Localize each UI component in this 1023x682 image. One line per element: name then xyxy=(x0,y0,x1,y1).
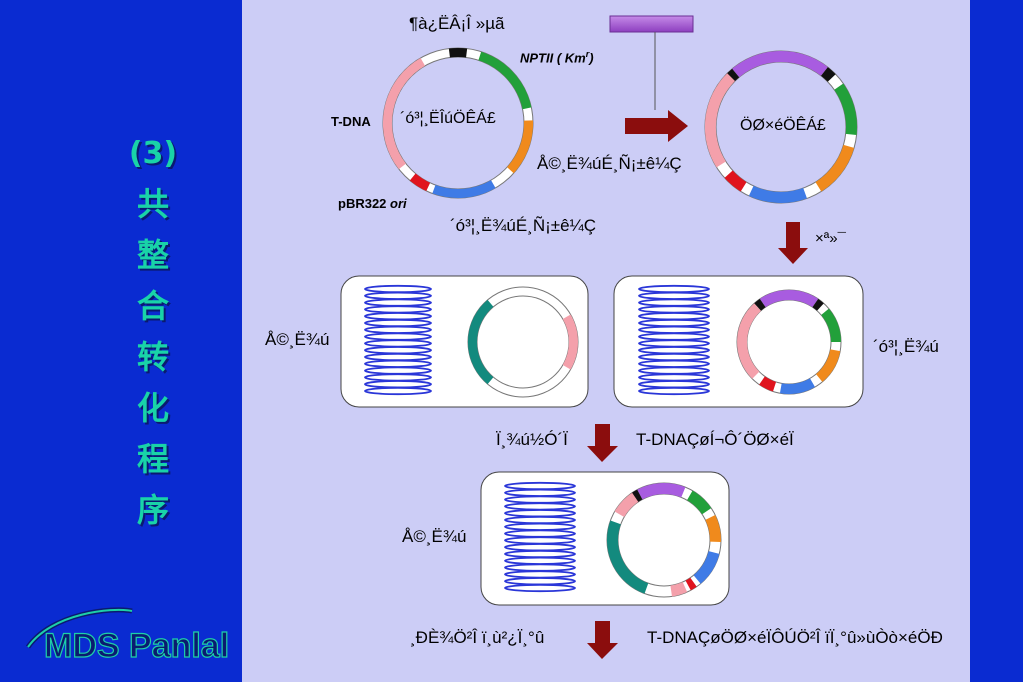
title-char-6: 程 xyxy=(136,440,169,478)
ti-plasmid-box1 xyxy=(467,286,579,398)
label-tdna: T-DNA xyxy=(331,114,371,129)
agro-chromosome-coil-16 xyxy=(364,386,432,396)
recombinant-plasmid-segment-5 xyxy=(815,144,855,192)
logo-text: MDS Panlal xyxy=(44,627,229,665)
label-right-plasmid-center: ÖØ×éÖÊÁ£ xyxy=(740,117,826,134)
vector-plasmid-segment-5 xyxy=(409,173,431,191)
cointegrate-plasmid-segment-8 xyxy=(607,520,649,594)
label-nptii: NPTII ( Kmr) xyxy=(520,49,594,65)
label-pbr-text: pBR322 xyxy=(338,196,391,211)
label-agro-marker: Å©¸Ë¾úÉ¸Ñ¡±ê¼Ç xyxy=(537,154,682,173)
cointegrate-plasmid-segment-3 xyxy=(686,490,712,515)
title-char-3: 合 xyxy=(136,287,169,325)
title-char-5: 化 xyxy=(136,389,169,427)
label-bottom-right: T-DNAÇøÖØ×éÏÔÚÖ²Î ïÏ¸°û»ùÒò×éÖÐ xyxy=(647,628,943,647)
vector-plasmid-segment-1 xyxy=(448,47,468,58)
recombinant-plasmid-segment-3 xyxy=(820,67,836,82)
label-agro-bottom: Å©¸Ë¾ú xyxy=(402,527,467,546)
down-arrow-1 xyxy=(778,222,808,264)
label-nptii-close: ) xyxy=(589,50,594,66)
recombinant-plasmid-segment-4 xyxy=(834,83,857,135)
recombinant-plasmid xyxy=(704,50,858,204)
title-char-1: 共 xyxy=(136,185,169,223)
right-arrow xyxy=(625,110,688,142)
recombinant-plasmid-segment-8 xyxy=(704,73,736,168)
label-pbr: pBR322 ori xyxy=(338,196,407,211)
label-top-plasmid: ¶à¿ËÂ¡Î »µã xyxy=(409,14,505,33)
recombinant-plasmid-box2-segment-3 xyxy=(812,298,824,311)
recombinant-plasmid-box2-segment-4 xyxy=(821,308,841,343)
insert-gene-bar xyxy=(609,15,694,33)
vector-plasmid-segment-2 xyxy=(478,51,532,110)
label-top-plasmid-center: ´ó³¦¸ËÎúÖÊÁ£ xyxy=(400,110,496,127)
vector-plasmid-segment-6 xyxy=(382,58,426,170)
right-background-band xyxy=(970,0,1023,682)
vector-plasmid-segment-4 xyxy=(432,180,496,198)
recombinant-plasmid-box2-segment-1 xyxy=(759,289,819,308)
cointegrate-plasmid-segment-4 xyxy=(705,514,722,542)
cointegrate-plasmid-segment-7 xyxy=(670,581,688,597)
down-arrow-2 xyxy=(587,424,618,462)
recombinant-plasmid-box2-segment-5 xyxy=(815,349,841,382)
recombinant-plasmid-segment-7 xyxy=(724,170,747,192)
vector-plasmid xyxy=(382,47,534,199)
label-ecoli-marker: ´ó³¦¸Ë¾úÉ¸Ñ¡±ê¼Ç xyxy=(450,216,597,235)
company-logo: MDS Panlal xyxy=(25,607,230,665)
label-pbr-ori: ori xyxy=(390,196,407,211)
label-homologous: Ï¸¾ú½Ó´Ï xyxy=(496,430,568,449)
ti-plasmid-box1-segment-2 xyxy=(468,299,494,385)
label-agro-left: Å©¸Ë¾ú xyxy=(265,330,330,349)
label-nptii-sup: r xyxy=(585,49,590,59)
left-background-band xyxy=(0,0,242,682)
title-char-7: 序 xyxy=(136,491,169,529)
vertical-title: (3) 共 整 合 转 化 程 序 xyxy=(118,128,188,536)
recombinant-plasmid-segment-6 xyxy=(748,185,807,203)
label-tdna-recomb: T-DNAÇøÍ¬Ô´ÖØ×éÏ xyxy=(636,430,794,449)
title-char-4: 转 xyxy=(136,338,169,376)
vector-plasmid-segment-3 xyxy=(506,120,534,174)
cointegrate-plasmid-segment-1 xyxy=(637,483,686,500)
label-infect: ¸ÐÈ¾Ö²Î ï¸ù²¿Ï¸°û xyxy=(410,628,545,647)
cointegrate-plasmid-segment-5 xyxy=(693,550,720,584)
label-ecoli-right: ´ó³¦¸Ë¾ú xyxy=(873,337,939,356)
cointegrate-plasmid-segment-6 xyxy=(685,577,697,591)
agro-bottom-chromosome-coil-16 xyxy=(504,583,576,593)
recombinant-plasmid-box2-segment-6 xyxy=(779,378,816,394)
ecoli-chromosome-coil-16 xyxy=(638,386,710,396)
recombinant-plasmid-box2-segment-7 xyxy=(759,376,777,392)
recombinant-plasmid-segment-1 xyxy=(732,51,828,78)
cointegrate-plasmid-segment-9 xyxy=(614,492,639,518)
recombinant-plasmid-box2-segment-2 xyxy=(754,298,766,311)
title-char-2: 整 xyxy=(136,236,169,274)
title-number: (3) xyxy=(128,136,178,171)
label-nptii-text: NPTII ( Km xyxy=(520,50,586,66)
recombinant-plasmid-box2-segment-8 xyxy=(737,303,762,379)
label-transfer: ×ª»¯ xyxy=(815,230,846,247)
ti-plasmid-box1-segment-1 xyxy=(562,314,578,370)
down-arrow-3 xyxy=(587,621,618,659)
